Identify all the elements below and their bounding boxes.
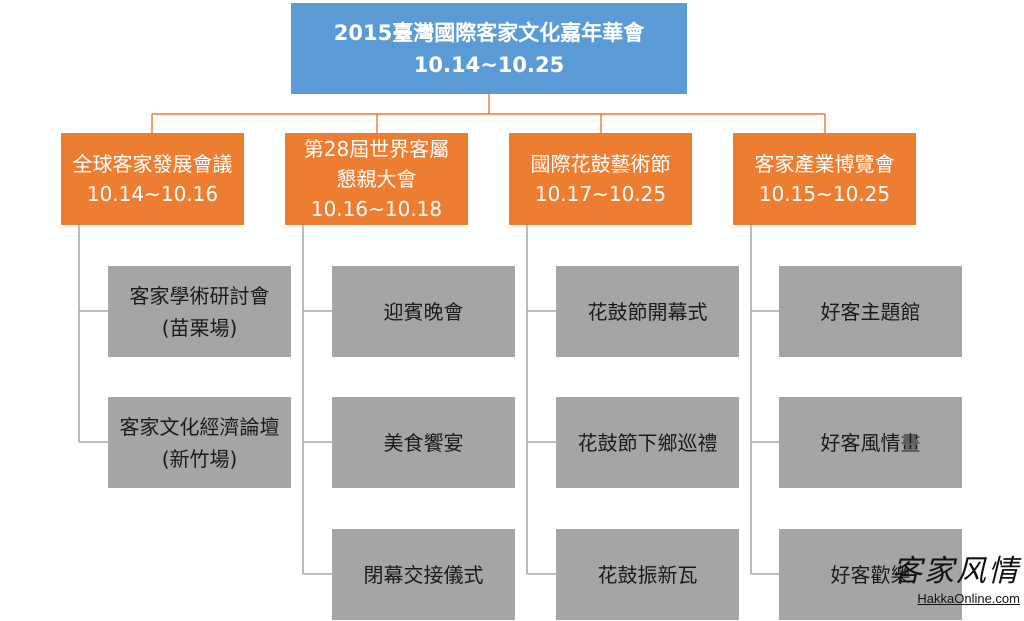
leaf-label: 客家文化經濟論壇 [119, 414, 280, 439]
branch-node-industry-expo: 客家產業博覽會 10.15~10.25 [733, 133, 916, 225]
watermark: 客家风情 HakkaOnline.com [890, 553, 1020, 607]
root-title: 2015臺灣國際客家文化嘉年華會 [333, 20, 645, 45]
leaf-node: 客家學術研討會 (苗栗場) [108, 266, 291, 357]
leaf-label: 好客主題館 [820, 299, 921, 324]
watermark-script: 客家风情 [892, 554, 1020, 589]
branch-dates: 10.14~10.16 [86, 182, 219, 206]
leaf-node: 花鼓振新瓦 [556, 529, 739, 620]
leaf-label: 客家學術研討會 [129, 283, 270, 308]
leaf-node: 美食饗宴 [332, 397, 515, 488]
branch-dates: 10.16~10.18 [310, 197, 443, 221]
branch-node-world-hakka-reunion: 第28屆世界客屬 懇親大會 10.16~10.18 [285, 133, 468, 225]
branch-node-global-hakka-conference: 全球客家發展會議 10.14~10.16 [61, 133, 244, 225]
branch-dates: 10.17~10.25 [534, 182, 667, 206]
branch-node-drum-arts-festival: 國際花鼓藝術節 10.17~10.25 [509, 133, 692, 225]
root-node: 2015臺灣國際客家文化嘉年華會 10.14~10.25 [291, 3, 687, 94]
leaf-node: 花鼓節下鄉巡禮 [556, 397, 739, 488]
leaf-label: 美食饗宴 [383, 430, 464, 455]
root-dates: 10.14~10.25 [413, 52, 565, 77]
watermark-site: HakkaOnline.com [917, 591, 1020, 606]
branch-dates: 10.15~10.25 [758, 182, 891, 206]
leaf-node: 好客主題館 [779, 266, 962, 357]
leaf-label: 好客風情畫 [820, 430, 921, 455]
leaf-node: 花鼓節開幕式 [556, 266, 739, 357]
leaf-node: 好客歡樂 [779, 529, 962, 620]
branch-title-line2: 懇親大會 [336, 167, 417, 191]
leaf-node: 迎賓晚會 [332, 266, 515, 357]
branch-title: 第28屆世界客屬 [303, 137, 450, 161]
leaf-label: 好客歡樂 [830, 562, 911, 587]
leaf-node: 好客風情畫 [779, 397, 962, 488]
leaf-label: 迎賓晚會 [383, 299, 464, 324]
leaf-label: 花鼓節下鄉巡禮 [577, 430, 718, 455]
leaf-label: 花鼓振新瓦 [597, 562, 698, 587]
leaf-sublabel: (苗栗場) [161, 315, 238, 340]
leaf-node: 客家文化經濟論壇 (新竹場) [108, 397, 291, 488]
leaf-label: 花鼓節開幕式 [587, 299, 708, 324]
leaf-node: 閉幕交接儀式 [332, 529, 515, 620]
leaf-sublabel: (新竹場) [161, 446, 238, 471]
branch-title: 客家產業博覽會 [754, 152, 895, 176]
branch-title: 國際花鼓藝術節 [530, 152, 671, 176]
leaf-label: 閉幕交接儀式 [363, 562, 484, 587]
branch-title: 全球客家發展會議 [72, 152, 233, 176]
